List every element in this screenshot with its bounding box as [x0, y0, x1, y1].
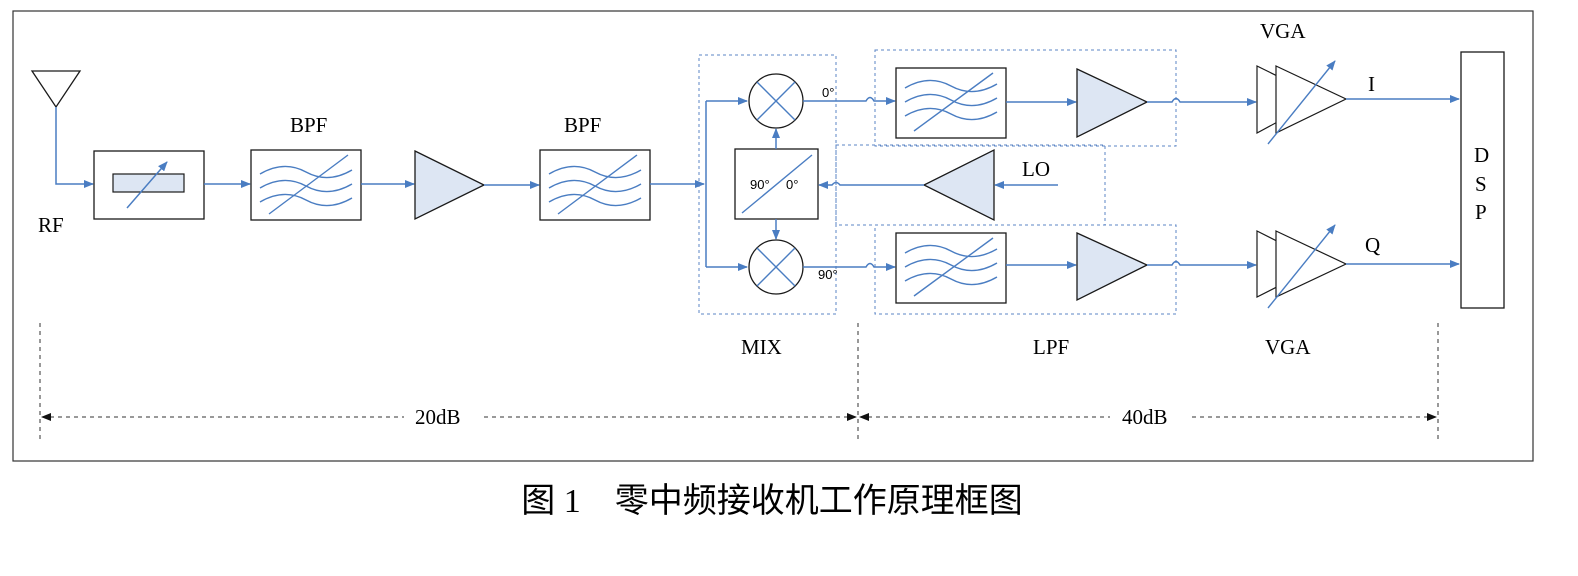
lpf-label: LPF [1033, 335, 1069, 359]
i-baseband-amplifier [1076, 67, 1149, 139]
bpf2-label: BPF [564, 113, 601, 137]
q-output-label: Q [1365, 233, 1380, 257]
gain-left-label: 20dB [415, 405, 461, 429]
q-baseband-amplifier [1076, 231, 1149, 302]
dsp-letter-p: P [1475, 200, 1487, 224]
mixer-i [748, 73, 804, 129]
mixer-q [748, 239, 804, 295]
vga-q-amplifier [1256, 224, 1348, 309]
diagram-frame [12, 10, 1534, 462]
phase-0-label: 0° [822, 85, 834, 100]
vga-i-amplifier [1256, 60, 1348, 145]
lo-region [835, 144, 1106, 226]
lna-amplifier [414, 149, 486, 221]
bpf1-filter-block [250, 149, 362, 221]
lpf-q-region [874, 224, 1177, 315]
dsp-block [1460, 51, 1505, 309]
rf-label: RF [38, 213, 64, 237]
attenuator-block [93, 150, 205, 220]
phase-shifter-block: 90° 0° [734, 148, 819, 220]
antenna-icon [30, 70, 82, 109]
lpf-i-filter-block [895, 67, 1007, 139]
lpf-q-filter-block [895, 232, 1007, 304]
lo-amplifier [922, 148, 995, 222]
i-output-label: I [1368, 72, 1375, 96]
vga-bottom-label: VGA [1265, 335, 1311, 359]
shifter-0-label: 0° [786, 177, 798, 192]
phase-90-label: 90° [818, 267, 838, 282]
figure-caption: 图 1 零中频接收机工作原理框图 [521, 482, 1023, 520]
bpf2-filter-block [539, 149, 651, 221]
dsp-letter-s: S [1475, 172, 1487, 196]
mix-region [698, 54, 837, 315]
rf-input-line [55, 107, 94, 188]
dsp-letter-d: D [1474, 143, 1489, 167]
vga-top-label: VGA [1260, 19, 1306, 43]
gain-right-label: 40dB [1122, 405, 1168, 429]
bpf1-label: BPF [290, 113, 327, 137]
lo-label: LO [1022, 157, 1050, 181]
mix-label: MIX [741, 335, 782, 359]
shifter-90-label: 90° [750, 177, 770, 192]
